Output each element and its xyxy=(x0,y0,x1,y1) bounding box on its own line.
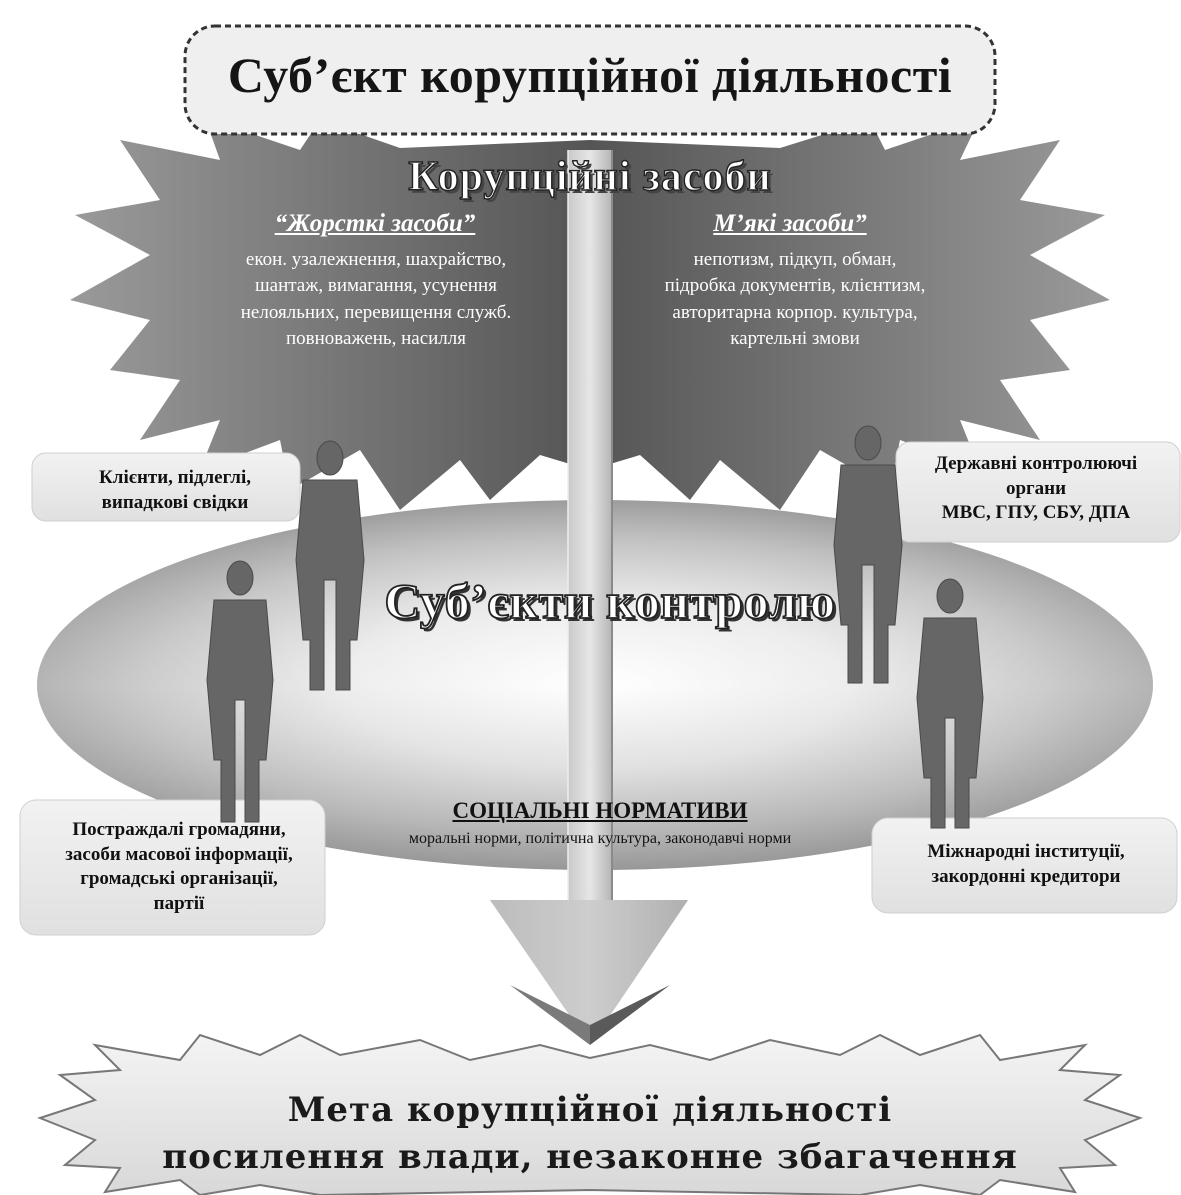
clients-line: Клієнти, підлеглі, xyxy=(99,467,251,488)
soft-means-line: непотизм, підкуп, обман, xyxy=(693,249,897,270)
goal-description: посилення влади, незаконне збагачення xyxy=(162,1137,1018,1177)
person-figure-3 xyxy=(833,425,903,684)
goal-starburst xyxy=(37,1033,1143,1195)
person-figure-1 xyxy=(295,440,365,691)
hard-means-list: екон. узалежнення, шахрайство, шантаж, в… xyxy=(196,247,556,353)
clients-box xyxy=(31,452,301,522)
norms-title: СОЦІАЛЬНІ НОРМАТИВИ xyxy=(452,798,748,823)
international-line: закордонні кредитори xyxy=(931,865,1121,887)
diagram-title: Суб’єкт корупційної діяльності xyxy=(227,47,953,103)
state-bodies-line: МВС, ГПУ, СБУ, ДПА xyxy=(941,502,1131,524)
hard-means-line: шантаж, вимагання, усунення xyxy=(255,275,497,297)
intl-box xyxy=(871,817,1178,914)
person-figure-2 xyxy=(206,560,274,823)
soft-means-title: М’які засоби” xyxy=(713,210,867,237)
victims-line: громадські організації, xyxy=(80,868,278,890)
arrow xyxy=(490,150,688,1045)
soft-means-list: непотизм, підкуп, обман, підробка докуме… xyxy=(620,247,970,353)
title-box xyxy=(183,24,997,136)
control-title: Суб’єкти контролю xyxy=(384,572,836,630)
hard-means-line: повноважень, насилля xyxy=(285,328,466,350)
state-bodies-line: Державні контролюючі xyxy=(934,453,1138,474)
clients-label: Клієнти, підлеглі, випадкові свідки xyxy=(50,466,300,515)
victims-box xyxy=(19,799,326,936)
hard-means-title: “Жорсткі засоби” xyxy=(274,210,476,237)
victims-line: партії xyxy=(153,893,205,915)
goal-title: Мета корупційної діяльності xyxy=(287,1090,893,1130)
hard-means-line: нелояльних, перевищення служб. xyxy=(240,301,512,323)
means-title: Корупційні засоби xyxy=(408,153,772,200)
clients-line: випадкові свідки xyxy=(101,491,249,513)
norms-description: моральні норми, політична культура, зако… xyxy=(408,830,792,847)
international-line: Міжнародні інституції, xyxy=(927,841,1125,862)
person-figure-4 xyxy=(916,578,984,829)
soft-means-line: авторитарна корпор. культура, xyxy=(672,301,918,323)
international-label: Міжнародні інституції, закордонні кредит… xyxy=(876,840,1176,889)
state-bodies-line: органи xyxy=(1005,477,1067,499)
soft-means-line: картельні змови xyxy=(730,328,860,350)
state-bodies-label: Державні контролюючі органи МВС, ГПУ, СБ… xyxy=(896,452,1176,526)
hard-means-line: екон. узалежнення, шахрайство, xyxy=(245,249,507,270)
victims-line: засоби масової інформації, xyxy=(65,843,293,865)
victims-line: Постраждалі громадяни, xyxy=(72,819,286,840)
soft-means-line: підробка документів, клієнтизм, xyxy=(664,275,926,297)
victims-label: Постраждалі громадяни, засоби масової ін… xyxy=(24,818,334,917)
